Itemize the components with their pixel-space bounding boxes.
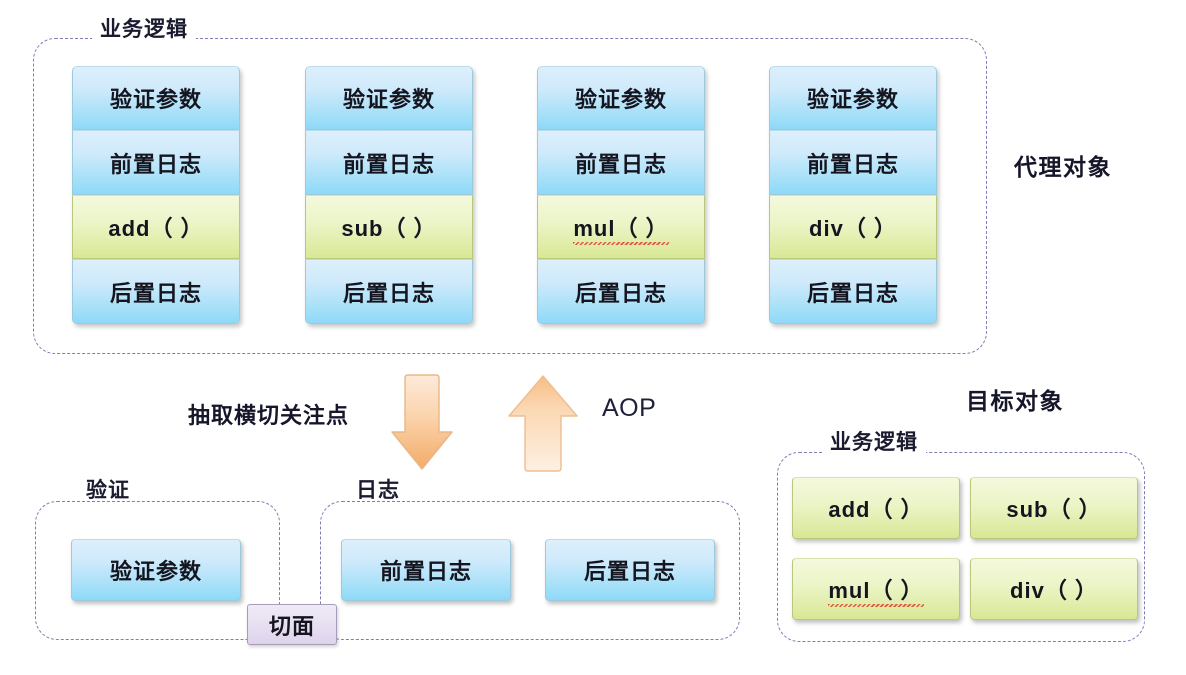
cell-validate[interactable]: 验证参数 [769, 66, 937, 130]
log-group-label: 日志 [348, 480, 408, 501]
extract-down-arrow [391, 374, 453, 470]
method-label: mul（ ） [828, 573, 924, 607]
cell-before-log[interactable]: 前置日志 [305, 130, 473, 195]
validate-group-label: 验证 [78, 480, 138, 501]
cell-method-mul[interactable]: mul（ ） [537, 195, 705, 259]
cell-method-add[interactable]: add（ ） [72, 195, 240, 259]
method-label: mul（ ） [573, 211, 669, 245]
proxy-object-group [33, 38, 987, 354]
cell-before-log[interactable]: 前置日志 [72, 130, 240, 195]
method-label: sub（ ） [1006, 497, 1102, 522]
log-aspect-group [320, 501, 740, 640]
cell-after-log[interactable]: 后置日志 [769, 259, 937, 324]
cell-after-log[interactable]: 后置日志 [537, 259, 705, 324]
target-object-label: 目标对象 [966, 388, 1064, 414]
aop-up-arrow [508, 375, 578, 472]
proxy-column-sub: 验证参数 前置日志 sub（ ） 后置日志 [305, 66, 473, 324]
cell-after-log[interactable]: 后置日志 [305, 259, 473, 324]
target-business-logic-group [777, 452, 1145, 642]
extract-crosscutting-label: 抽取横切关注点 [188, 403, 350, 428]
before-log-box[interactable]: 前置日志 [341, 539, 511, 601]
validate-param-box[interactable]: 验证参数 [71, 539, 241, 601]
target-business-logic-label: 业务逻辑 [822, 432, 926, 453]
method-label: div（ ） [1010, 578, 1098, 603]
aop-label: AOP [602, 394, 657, 422]
cell-before-log[interactable]: 前置日志 [537, 130, 705, 195]
after-log-box[interactable]: 后置日志 [545, 539, 715, 601]
method-label: add（ ） [828, 497, 924, 522]
cell-method-sub[interactable]: sub（ ） [305, 195, 473, 259]
target-method-add[interactable]: add（ ） [792, 477, 960, 539]
cell-after-log[interactable]: 后置日志 [72, 259, 240, 324]
target-method-mul[interactable]: mul（ ） [792, 558, 960, 620]
proxy-column-mul: 验证参数 前置日志 mul（ ） 后置日志 [537, 66, 705, 324]
cell-before-log[interactable]: 前置日志 [769, 130, 937, 195]
cell-validate[interactable]: 验证参数 [305, 66, 473, 130]
cell-method-div[interactable]: div（ ） [769, 195, 937, 259]
proxy-group-label: 业务逻辑 [92, 19, 196, 40]
proxy-object-label: 代理对象 [1014, 154, 1112, 180]
proxy-column-add: 验证参数 前置日志 add（ ） 后置日志 [72, 66, 240, 324]
method-label: sub（ ） [341, 216, 437, 241]
cell-validate[interactable]: 验证参数 [537, 66, 705, 130]
target-method-sub[interactable]: sub（ ） [970, 477, 1138, 539]
target-method-div[interactable]: div（ ） [970, 558, 1138, 620]
method-label: add（ ） [108, 216, 204, 241]
validate-aspect-group [35, 501, 280, 640]
aspect-badge[interactable]: 切面 [247, 604, 337, 645]
cell-validate[interactable]: 验证参数 [72, 66, 240, 130]
proxy-column-div: 验证参数 前置日志 div（ ） 后置日志 [769, 66, 937, 324]
method-label: div（ ） [809, 216, 897, 241]
